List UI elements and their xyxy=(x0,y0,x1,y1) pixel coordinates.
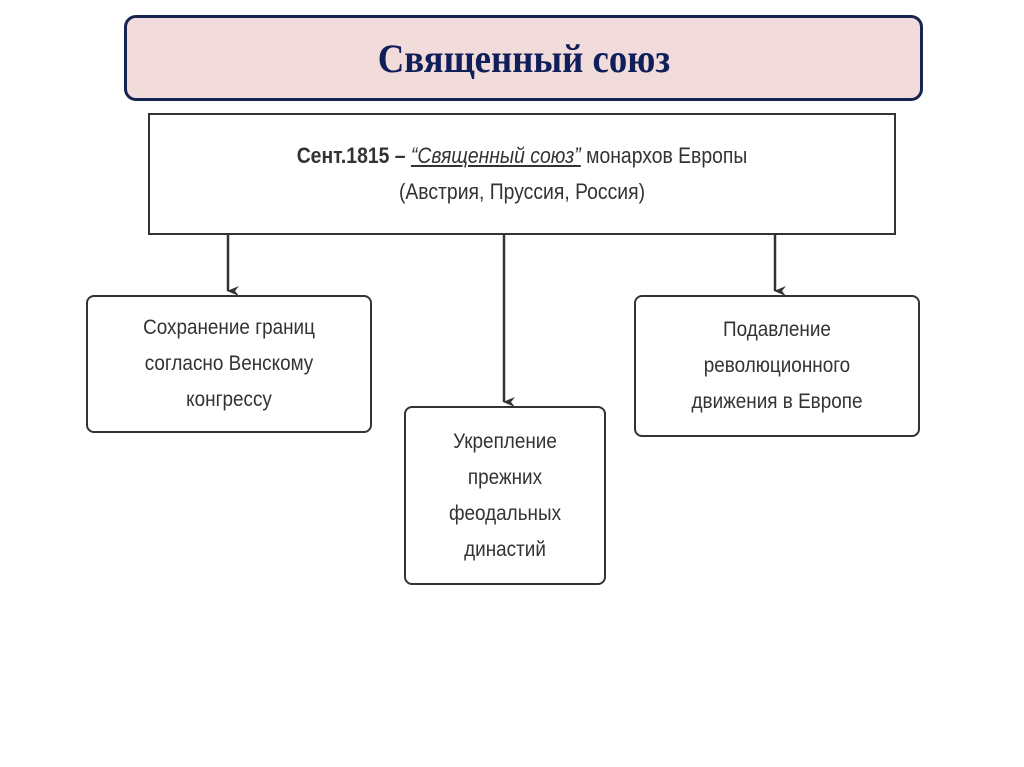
goal-box-dynasties: Укрепление прежних феодальных династий xyxy=(404,406,606,585)
alliance-members: (Австрия, Пруссия, Россия) xyxy=(398,179,646,204)
goal-text: Подавление революционного движения в Евр… xyxy=(691,318,863,413)
goal-text: Укрепление прежних феодальных династий xyxy=(448,429,562,561)
date-label: Сент.1815 – xyxy=(296,143,406,168)
slide-title-box: Священный союз xyxy=(124,15,923,101)
goal-box-revolution: Подавление революционного движения в Евр… xyxy=(634,295,920,437)
holy-alliance-box: Сент.1815 – “Священный союз” монархов Ев… xyxy=(148,113,896,235)
goal-text: Сохранение границ согласно Венскому конг… xyxy=(143,316,315,411)
alliance-description: монархов Европы xyxy=(586,143,748,168)
alliance-name: “Священный союз” xyxy=(410,143,581,168)
slide-title: Священный союз xyxy=(377,35,670,81)
goal-box-borders: Сохранение границ согласно Венскому конг… xyxy=(86,295,372,433)
